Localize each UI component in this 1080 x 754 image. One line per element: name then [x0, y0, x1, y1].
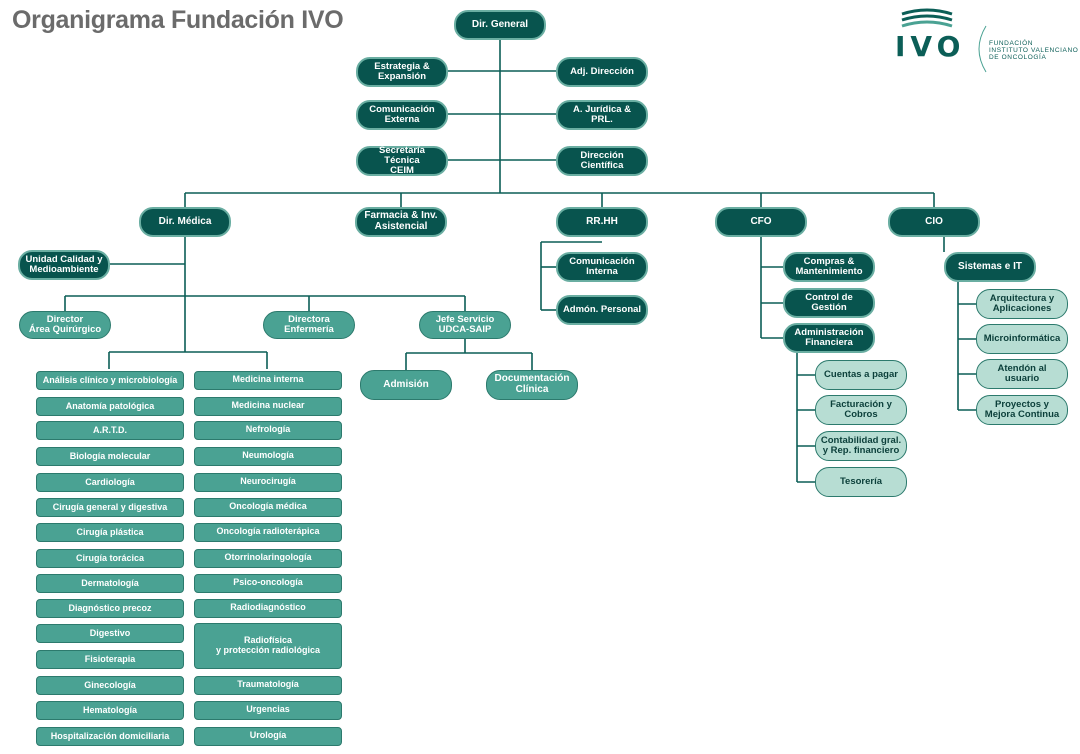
service-node: Dermatología [36, 574, 184, 593]
service-node: Urología [194, 726, 342, 746]
service-node: Diagnóstico precoz [36, 599, 184, 618]
service-node: Oncología médica [194, 497, 342, 517]
cfo-unit-node: Control de Gestión [783, 288, 875, 318]
service-node: Anatomía patológica [36, 397, 184, 416]
service-node: Hematología [36, 701, 184, 720]
sub-director-node: Director Área Quirúrgico [19, 311, 111, 339]
department-node: Dir. Médica [139, 207, 231, 237]
service-node: Otorrinolaringología [194, 548, 342, 568]
staff-node-right: Dirección Científica [556, 146, 648, 176]
finance-unit-node: Cuentas a pagar [815, 360, 907, 390]
service-node: Nefrología [194, 420, 342, 440]
logo-divider-arc [978, 25, 987, 73]
service-node: Neurocirugía [194, 472, 342, 492]
service-node: Neumología [194, 446, 342, 466]
foundation-name: FUNDACIÓN INSTITUTO VALENCIANO DE ONCOLO… [989, 40, 1079, 61]
department-node: CIO [888, 207, 980, 237]
udca-unit-node: Admisión [360, 370, 452, 400]
it-systems-node: Sistemas e IT [944, 252, 1036, 282]
dir-general-node: Dir. General [454, 10, 546, 40]
department-node: CFO [715, 207, 807, 237]
service-node: Urgencias [194, 700, 342, 720]
service-node: Hospitalización domiciliaria [36, 727, 184, 746]
service-node: Digestivo [36, 624, 184, 643]
service-node: A.R.T.D. [36, 421, 184, 440]
service-node: Psico-oncología [194, 573, 342, 593]
cfo-unit-node: Administración Financiera [783, 323, 875, 353]
finance-unit-node: Contabilidad gral. y Rep. financiero [815, 431, 907, 461]
service-node: Medicina nuclear [194, 396, 342, 416]
service-node: Medicina interna [194, 370, 342, 390]
udca-unit-node: Documentación Clínica [486, 370, 578, 400]
service-node: Cirugía torácica [36, 549, 184, 568]
service-node: Radiofísica y protección radiológica [194, 623, 342, 669]
staff-node-left: Estrategia & Expansión [356, 57, 448, 87]
it-unit-node: Arquitectura y Aplicaciones [976, 289, 1068, 319]
ivo-brand-text: IVO [895, 30, 966, 63]
service-node: Fisioterapia [36, 650, 184, 669]
service-node: Radiodiagnóstico [194, 598, 342, 618]
service-node: Traumatología [194, 675, 342, 695]
service-node: Análisis clínico y microbiología [36, 371, 184, 390]
staff-node-right: Adj. Dirección [556, 57, 648, 87]
staff-node-left: Comunicación Externa [356, 100, 448, 130]
finance-unit-node: Tesorería [815, 467, 907, 497]
department-node: RR.HH [556, 207, 648, 237]
cfo-unit-node: Compras & Mantenimiento [783, 252, 875, 282]
finance-unit-node: Facturación y Cobros [815, 395, 907, 425]
it-unit-node: Microinformática [976, 324, 1068, 354]
department-node: Farmacia & Inv. Asistencial [355, 207, 447, 237]
ivo-logo-icon [901, 8, 953, 28]
it-unit-node: Atendón al usuario [976, 359, 1068, 389]
staff-node-left: Secretaría Técnica CEIM [356, 145, 448, 176]
service-node: Biología molecular [36, 447, 184, 466]
service-node: Cirugía general y digestiva [36, 498, 184, 517]
sub-director-node: Jefe Servicio UDCA-SAIP [419, 311, 511, 339]
page-title: Organigrama Fundación IVO [12, 6, 344, 34]
rrhh-unit-node: Comunicación Interna [556, 252, 648, 282]
rrhh-unit-node: Admón. Personal [556, 295, 648, 325]
service-node: Oncología radioterápica [194, 522, 342, 542]
sub-director-node: Directora Enfermería [263, 311, 355, 339]
service-node: Cardiología [36, 473, 184, 492]
quality-unit-node: Unidad Calidad y Medioambiente [18, 250, 110, 280]
staff-node-right: A. Jurídica & PRL. [556, 100, 648, 130]
it-unit-node: Proyectos y Mejora Continua [976, 395, 1068, 425]
service-node: Ginecología [36, 676, 184, 695]
service-node: Cirugía plástica [36, 523, 184, 542]
